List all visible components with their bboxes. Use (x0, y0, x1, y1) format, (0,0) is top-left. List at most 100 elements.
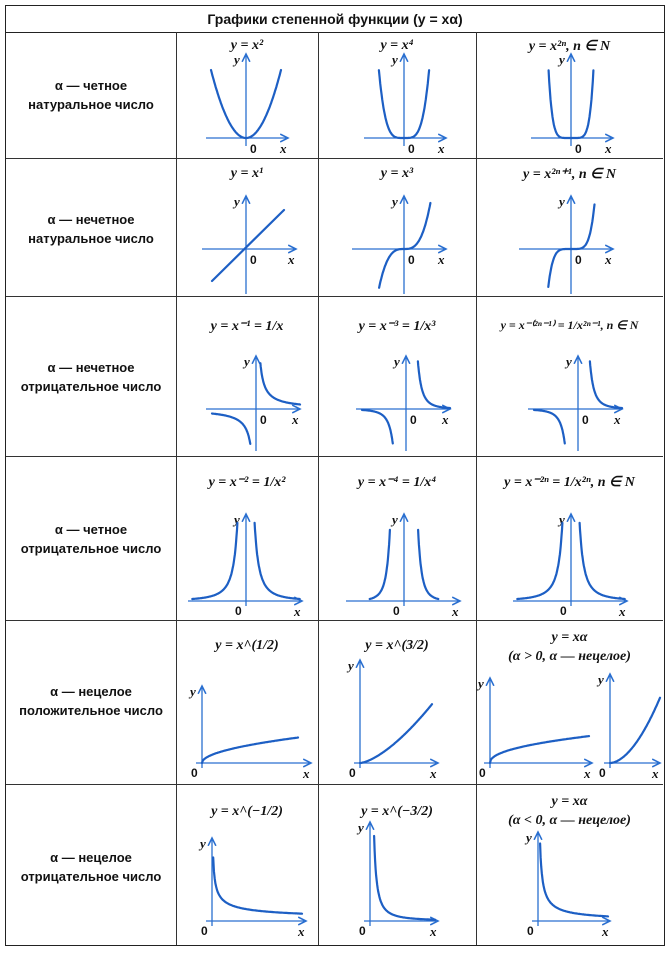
inv-sqrt-curve (212, 856, 304, 915)
origin-label: 0 (582, 413, 589, 427)
formula: y = x²ⁿ, n ∈ N (528, 39, 611, 54)
row-label-line: натуральное число (28, 97, 154, 112)
even-power-curve (377, 69, 431, 140)
y-axis-label: y (390, 52, 398, 67)
noninteger-negative-curve (539, 842, 610, 918)
formula: y = x⁻¹ = 1/x (210, 319, 284, 334)
formula: y = x²ⁿ⁺¹, n ∈ N (523, 167, 616, 182)
origin-label: 0 (201, 924, 208, 938)
formula: y = xα (551, 630, 588, 645)
power-three-halves-curve (358, 703, 434, 765)
origin-label: 0 (235, 604, 242, 618)
x-axis-label: x (291, 412, 299, 427)
noninteger-positive-curve-b (608, 696, 662, 765)
x-axis-label: x (583, 766, 591, 781)
y-axis-label: y (346, 658, 354, 673)
inv-three-halves-curve (373, 834, 437, 921)
formula: y = x⁻² = 1/x² (208, 475, 286, 490)
x-axis-label: x (302, 766, 310, 781)
row-label-odd-negative: α — нечетное отрицательное число (6, 358, 176, 396)
hyperbola-branch-positive (416, 360, 452, 410)
row-label-line: отрицательное число (20, 869, 162, 884)
row-divider (6, 296, 663, 297)
formula: y = xα (551, 794, 588, 809)
origin-label: 0 (359, 924, 366, 938)
formula: y = x^(−1/2) (211, 804, 283, 819)
hyperbola-branch-positive (588, 360, 624, 410)
y-axis-label: y (232, 52, 240, 67)
row-label-line: α — четное (54, 78, 128, 93)
even-negative-branch (417, 528, 440, 601)
row-label-line: α — нецелое (50, 684, 132, 699)
column-divider (476, 32, 477, 945)
x-axis-label: x (293, 604, 301, 619)
y-axis-label: y (232, 512, 240, 527)
x-axis-label: x (618, 604, 626, 619)
row-label-line: α — нецелое (50, 850, 132, 865)
y-axis-label: y (242, 354, 250, 369)
linear-curve (210, 208, 286, 283)
formula: y = x⁻⁴ = 1/x⁴ (357, 475, 437, 490)
row-divider (6, 784, 663, 785)
row-label-noninteger-negative: α — нецелое отрицательное число (6, 848, 176, 886)
formula: y = x⁴ (380, 38, 414, 53)
origin-label: 0 (575, 142, 582, 156)
row-label-line: α — нечетное (47, 360, 135, 375)
x-axis-label: x (441, 412, 449, 427)
row-label-line: положительное число (19, 703, 163, 718)
y-axis-label: y (596, 672, 604, 687)
formula: y = x^(1/2) (215, 638, 279, 653)
formula-condition: (α > 0, α — нецелое) (508, 649, 631, 664)
row-divider (6, 456, 663, 457)
x-axis-label: x (601, 924, 609, 939)
formula: y = x³ (380, 166, 414, 181)
y-axis-label: y (392, 354, 400, 369)
even-negative-branch (516, 521, 564, 601)
column-divider (318, 32, 319, 945)
origin-label: 0 (408, 253, 415, 267)
formula: y = x⁻²ⁿ = 1/x²ⁿ, n ∈ N (504, 475, 635, 490)
origin-label: 0 (575, 253, 582, 267)
formula: y = x^(−3/2) (361, 804, 433, 819)
x-axis-label: x (604, 141, 612, 156)
formula: y = x⁻³ = 1/x³ (358, 319, 436, 334)
row-label-noninteger-positive: α — нецелое положительное число (6, 682, 176, 720)
even-negative-branch (368, 528, 391, 601)
even-negative-branch (191, 521, 239, 601)
y-axis-label: y (557, 512, 565, 527)
x-axis-label: x (651, 766, 659, 781)
origin-label: 0 (599, 766, 606, 780)
formula: y = x^(3/2) (365, 638, 429, 653)
y-axis-label: y (390, 512, 398, 527)
y-axis-label: y (557, 194, 565, 209)
hyperbola-branch-negative (360, 408, 394, 445)
x-axis-label: x (429, 766, 437, 781)
origin-label: 0 (393, 604, 400, 618)
x-axis-label: x (437, 141, 445, 156)
x-axis-label: x (287, 252, 295, 267)
row-label-odd-natural: α — нечетное натуральное число (6, 210, 176, 248)
y-axis-label: y (390, 194, 398, 209)
even-power-curve (547, 69, 595, 140)
column-divider (176, 32, 177, 945)
y-axis-label: y (356, 820, 364, 835)
origin-label: 0 (527, 924, 534, 938)
y-axis-label: y (232, 194, 240, 209)
sqrt-curve (200, 736, 300, 765)
origin-label: 0 (410, 413, 417, 427)
row-label-line: отрицательное число (20, 541, 162, 556)
origin-label: 0 (191, 766, 198, 780)
x-axis-label: x (451, 604, 459, 619)
origin-label: 0 (349, 766, 356, 780)
power-function-table: Графики степенной функции (y = xα) α — ч… (5, 5, 665, 946)
even-negative-branch (253, 521, 301, 601)
formula-condition: (α < 0, α — нецелое) (508, 813, 631, 828)
formula: y = x¹ (230, 166, 264, 181)
row-label-line: α — нечетное (47, 212, 135, 227)
origin-label: 0 (408, 142, 415, 156)
row-label-line: отрицательное число (20, 379, 162, 394)
hyperbola-branch-negative (210, 412, 252, 445)
origin-label: 0 (560, 604, 567, 618)
x-axis-label: x (613, 412, 621, 427)
